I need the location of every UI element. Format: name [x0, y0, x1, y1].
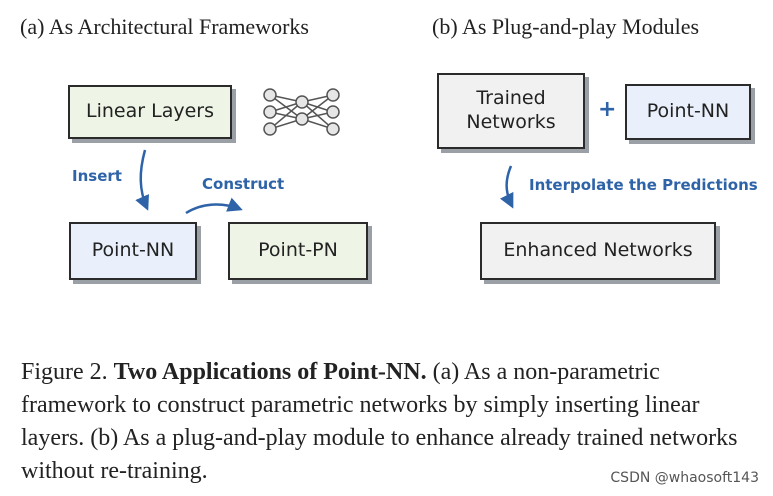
point-nn-label: Point-NN — [91, 239, 175, 262]
panel-a-heading: (a) As Architectural Frameworks — [20, 14, 309, 39]
point-nn-module-label: Point-NN — [646, 100, 730, 123]
trained-networks-box: Trained Networks — [437, 73, 585, 149]
construct-arrow — [185, 197, 243, 215]
insert-label: Insert — [72, 167, 122, 185]
watermark-text: CSDN @whaosoft143 — [610, 470, 759, 486]
point-pn-box: Point-PN — [228, 222, 368, 280]
caption-bold-title: Two Applications of Point-NN. — [113, 359, 427, 385]
linear-layers-box: Linear Layers — [68, 85, 232, 139]
diagram-arrows — [135, 88, 514, 215]
caption-prefix: Figure 2. — [21, 359, 108, 385]
panel-b-heading: (b) As Plug-and-play Modules — [432, 14, 700, 39]
point-nn-module-box: Point-NN — [625, 84, 751, 140]
point-nn-box: Point-NN — [69, 222, 197, 280]
interpolate-label: Interpolate the Predictions — [529, 176, 758, 194]
interpolate-arrow — [499, 165, 514, 209]
caption-body: (a) As a non-parametric framework to con… — [21, 359, 738, 484]
linear-layers-label: Linear Layers — [86, 100, 214, 123]
insert-arrow — [135, 149, 149, 211]
trained-label-line1: Trained — [476, 87, 546, 110]
construct-label: Construct — [202, 175, 285, 193]
point-pn-label: Point-PN — [258, 239, 338, 262]
enhanced-networks-label: Enhanced Networks — [503, 239, 693, 262]
neural-network-icon — [263, 88, 340, 136]
plus-sign: + — [598, 97, 617, 122]
trained-label-line2: Networks — [466, 111, 556, 133]
enhanced-networks-box: Enhanced Networks — [480, 222, 716, 280]
figure-caption: Figure 2. Two Applications of Point-NN. … — [21, 356, 751, 488]
